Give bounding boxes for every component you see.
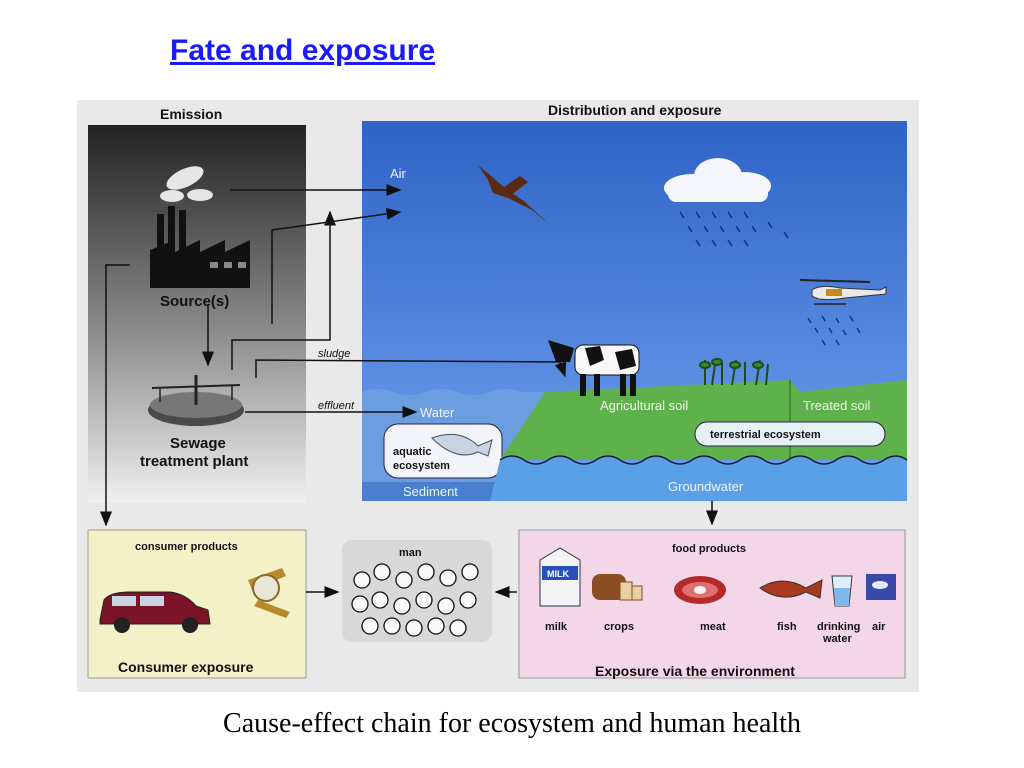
distribution-panel: Distribution and exposure Air xyxy=(362,102,907,501)
environment-panel: food products MILK milk crops xyxy=(519,530,905,679)
source-label: Source(s) xyxy=(160,293,229,310)
consumer-products-label: consumer products xyxy=(135,541,238,553)
distribution-heading: Distribution and exposure xyxy=(548,102,722,118)
emission-heading: Emission xyxy=(160,106,222,122)
effluent-label: effluent xyxy=(318,400,355,412)
food-item-label-water: water xyxy=(822,633,852,645)
water-glass-icon xyxy=(832,576,852,606)
food-item-label-crops: crops xyxy=(604,621,634,633)
man-label: man xyxy=(399,547,422,559)
food-item-label-meat: meat xyxy=(700,621,726,633)
consumer-exposure-label: Consumer exposure xyxy=(118,659,254,675)
milk-carton-icon: MILK xyxy=(540,548,580,606)
treated-soil-label: Treated soil xyxy=(803,398,871,413)
agricultural-soil-label: Agricultural soil xyxy=(600,398,688,413)
milk-carton-text: MILK xyxy=(547,569,569,579)
meat-icon xyxy=(674,576,726,604)
food-item-label-milk: milk xyxy=(545,621,568,633)
water-label: Water xyxy=(420,405,455,420)
groundwater-label: Groundwater xyxy=(668,479,744,494)
consumer-panel: consumer products Consumer exposure xyxy=(88,530,306,678)
environment-exposure-label: Exposure via the environment xyxy=(595,663,795,679)
sewage-label-line1: Sewage xyxy=(170,435,226,452)
food-item-label-fish: fish xyxy=(777,621,797,633)
sediment-label: Sediment xyxy=(403,484,458,499)
soil-area xyxy=(500,380,907,460)
food-item-label-drinking: drinking xyxy=(817,621,860,633)
food-item-label-air: air xyxy=(872,621,886,633)
sewage-label-line2: treatment plant xyxy=(140,453,248,470)
man-panel: man xyxy=(342,540,492,642)
emission-panel: Emission Source(s) Sewage xyxy=(88,106,306,503)
terrestrial-ecosystem-label: terrestrial ecosystem xyxy=(710,429,821,441)
aquatic-label-line1: aquatic xyxy=(393,446,432,458)
figure-caption: Cause-effect chain for ecosystem and hum… xyxy=(0,708,1024,740)
air-sky-icon xyxy=(866,574,896,600)
aquatic-label-line2: ecosystem xyxy=(393,460,450,472)
food-products-label: food products xyxy=(672,543,746,555)
sludge-label: sludge xyxy=(318,348,350,360)
air-label: Air xyxy=(390,166,407,181)
